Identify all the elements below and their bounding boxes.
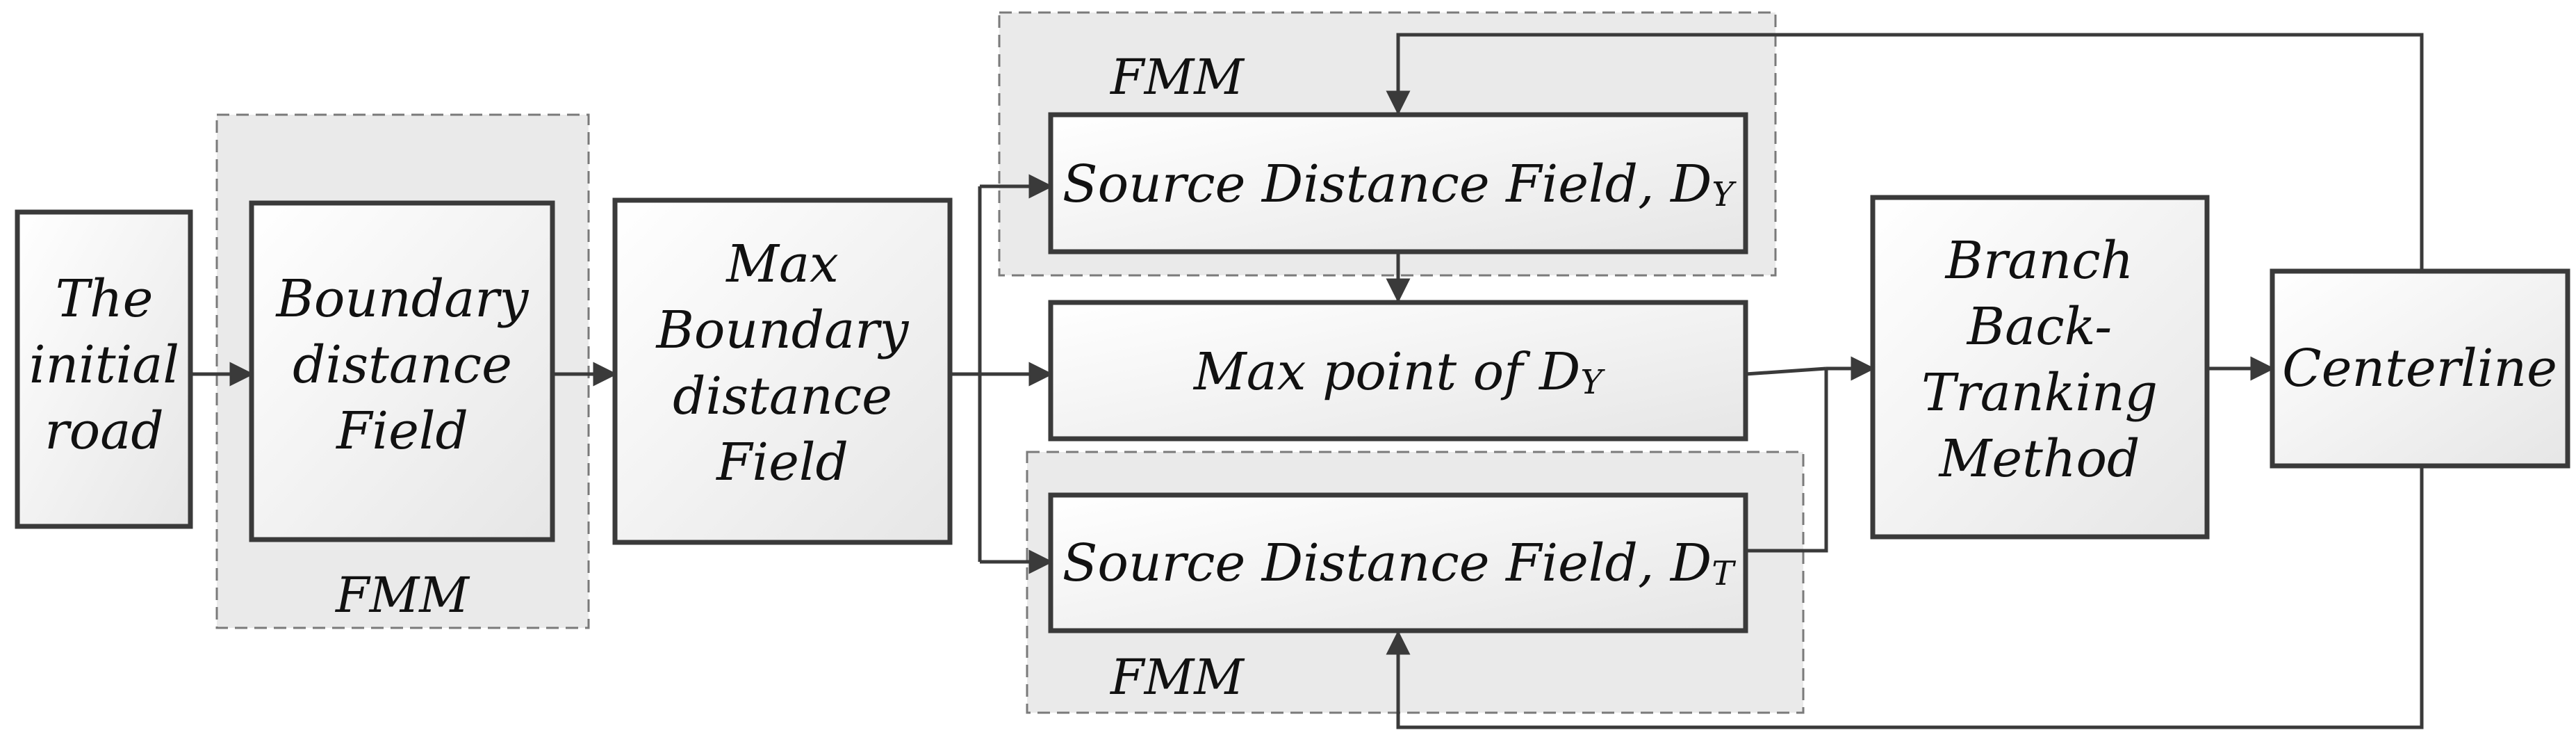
node-initial-road-line-1: The [56,269,154,329]
line-max-point-to-merge [1745,366,1827,376]
line-source-t-to-merge [1746,369,1828,553]
node-initial-road-line-3: road [44,401,163,461]
node-source-field-t-subscript: T [1712,554,1736,593]
node-max-point: Max point of DY [1048,300,1748,442]
node-centerline-box [2270,268,2570,469]
node-source-field-y-label: Source Distance Field, DY [1063,154,1737,214]
node-max-point-subscript: Y [1580,363,1605,402]
node-source-field-t-text: Source Distance Field, D [1063,533,1712,593]
node-source-field-t: Source Distance Field, DT [1048,492,1748,633]
node-max-boundary-field-line-3: distance [673,366,892,426]
node-source-field-t-label: Source Distance Field, DT [1063,533,1737,593]
node-initial-road-line-2: initial [29,335,179,395]
fmm-label-bottom: FMM [1109,649,1245,706]
node-max-boundary-field-box [612,197,953,545]
feedback-centerline-to-source-t [1386,466,2424,729]
node-branch-method-line-4: Method [1938,429,2140,489]
node-boundary-field-line-3: Field [335,401,468,461]
node-branch-method: Branch Back- Tranking Method [1870,195,2210,540]
node-branch-method-line-2: Back- [1966,297,2113,357]
node-centerline-label: Centerline [2282,339,2557,398]
node-max-boundary-field: Max Boundary distance Field [612,197,953,545]
feedback-centerline-to-source-y [1386,33,2424,271]
fmm-label-left: FMM [334,567,470,624]
node-max-point-box [1048,300,1748,442]
node-branch-method-line-3: Tranking [1921,363,2158,423]
node-source-field-y-text: Source Distance Field, D [1063,154,1712,214]
node-max-boundary-field-line-2: Boundary [655,300,910,360]
node-max-point-label: Max point of DY [1192,342,1605,402]
node-source-field-y-subscript: Y [1712,175,1737,214]
node-branch-method-box [1870,195,2210,540]
node-centerline: Centerline [2270,268,2570,469]
node-boundary-field-line-1: Boundary [275,269,530,329]
fmm-label-top: FMM [1109,49,1245,106]
node-source-field-y: Source Distance Field, DY [1048,112,1748,254]
node-branch-method-line-1: Branch [1944,231,2134,291]
node-boundary-field-line-2: distance [293,335,512,395]
node-max-point-text: Max point of D [1192,342,1580,402]
node-max-boundary-field-line-4: Field [715,432,848,492]
node-source-field-t-box [1048,492,1748,633]
node-boundary-field: Boundary distance Field [249,200,555,542]
node-max-boundary-field-line-1: Max [725,234,839,294]
connectors [190,33,2424,729]
node-boundary-field-box [249,200,555,542]
node-initial-road-box [15,209,193,529]
node-source-field-y-box [1048,112,1748,254]
node-initial-road: The initial road [15,209,193,529]
